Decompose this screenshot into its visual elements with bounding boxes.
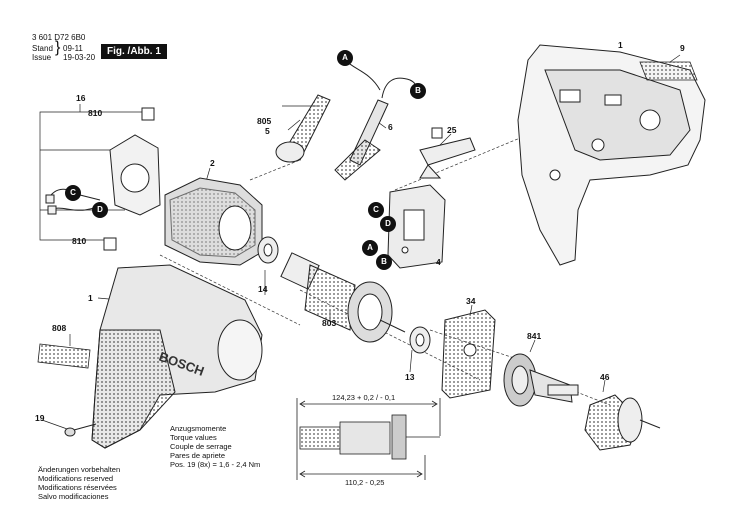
torque-line: Pares de apriete — [170, 451, 226, 460]
part-number-25: 25 — [447, 125, 457, 135]
connector-c-left: C — [65, 185, 81, 201]
part-number-4: 4 — [436, 257, 441, 267]
trigger-drawing — [419, 127, 476, 179]
part-number-805: 805 — [257, 116, 272, 126]
connector-a-top: A — [337, 50, 353, 66]
part-number-803: 803 — [322, 318, 337, 328]
chuck-drawing — [584, 394, 661, 451]
field-coil-drawing — [164, 177, 263, 266]
connector-d-right: D — [380, 216, 396, 232]
torque-line: Anzugsmomente — [170, 424, 227, 433]
motor-housing-drawing — [517, 44, 706, 266]
part-number-13: 13 — [405, 372, 415, 382]
armature-drawing — [280, 252, 406, 343]
issue-label: Issue — [32, 53, 52, 62]
gear-drawing — [503, 353, 579, 407]
torque-line: Torque values — [170, 433, 217, 442]
connector-b-right: B — [376, 254, 392, 270]
footer-line: Modifications reserved — [38, 474, 114, 483]
armature-dimension-drawing — [296, 398, 441, 480]
bearing-14-drawing — [257, 236, 279, 264]
doc-number: 3 601 D72 6B0 — [32, 33, 86, 42]
label-808-drawing — [37, 343, 91, 369]
part-number-19: 19 — [35, 413, 45, 423]
footer-note: Änderungen vorbehalten Modifications res… — [38, 465, 120, 501]
part-number-810-bottom: 810 — [72, 236, 87, 246]
part-number-810-top: 810 — [88, 108, 103, 118]
switch-drawing — [387, 184, 446, 269]
part-number-9: 9 — [680, 43, 685, 53]
cable-guard-drawing — [275, 59, 417, 181]
connector-b-top: B — [410, 83, 426, 99]
part-number-14: 14 — [258, 284, 268, 294]
part-number-1-top: 1 — [618, 40, 623, 50]
part-number-6: 6 — [388, 122, 393, 132]
drill-handle-drawing — [91, 264, 263, 449]
stand-label: Stand — [32, 44, 53, 53]
part-number-5: 5 — [265, 126, 270, 136]
footer-line: Änderungen vorbehalten — [38, 465, 121, 474]
torque-line: Pos. 19 (8x) = 1,6 - 2,4 Nm — [170, 460, 261, 469]
screw-19-drawing — [64, 423, 97, 437]
part-number-1-left: 1 — [88, 293, 93, 303]
gear-plate-drawing — [441, 309, 496, 399]
torque-note: Anzugsmomente Torque values Couple de se… — [170, 424, 260, 469]
part-number-841: 841 — [527, 331, 542, 341]
torque-line: Couple de serrage — [170, 442, 232, 451]
dimension-top: 124,23 + 0,2 / - 0,1 — [332, 393, 396, 402]
part-number-2: 2 — [210, 158, 215, 168]
brush-holder-drawing — [45, 107, 161, 251]
bearing-13-drawing — [409, 326, 431, 354]
part-number-16: 16 — [76, 93, 86, 103]
stand-date: 09-11 — [63, 44, 83, 53]
issue-date: 19-03-20 — [63, 53, 96, 62]
dimension-bottom: 110,2 - 0,25 — [345, 478, 385, 487]
label-plate-drawing — [639, 61, 698, 81]
footer-line: Modifications réservées — [38, 483, 117, 492]
footer-line: Salvo modificaciones — [38, 492, 109, 501]
connector-d-left: D — [92, 202, 108, 218]
part-number-808: 808 — [52, 323, 67, 333]
brace: } — [55, 39, 61, 56]
part-number-34: 34 — [466, 296, 476, 306]
connector-a-right: A — [362, 240, 378, 256]
part-number-46: 46 — [600, 372, 610, 382]
connector-c-right: C — [368, 202, 384, 218]
figure-label: Fig. /Abb. 1 — [101, 44, 167, 59]
